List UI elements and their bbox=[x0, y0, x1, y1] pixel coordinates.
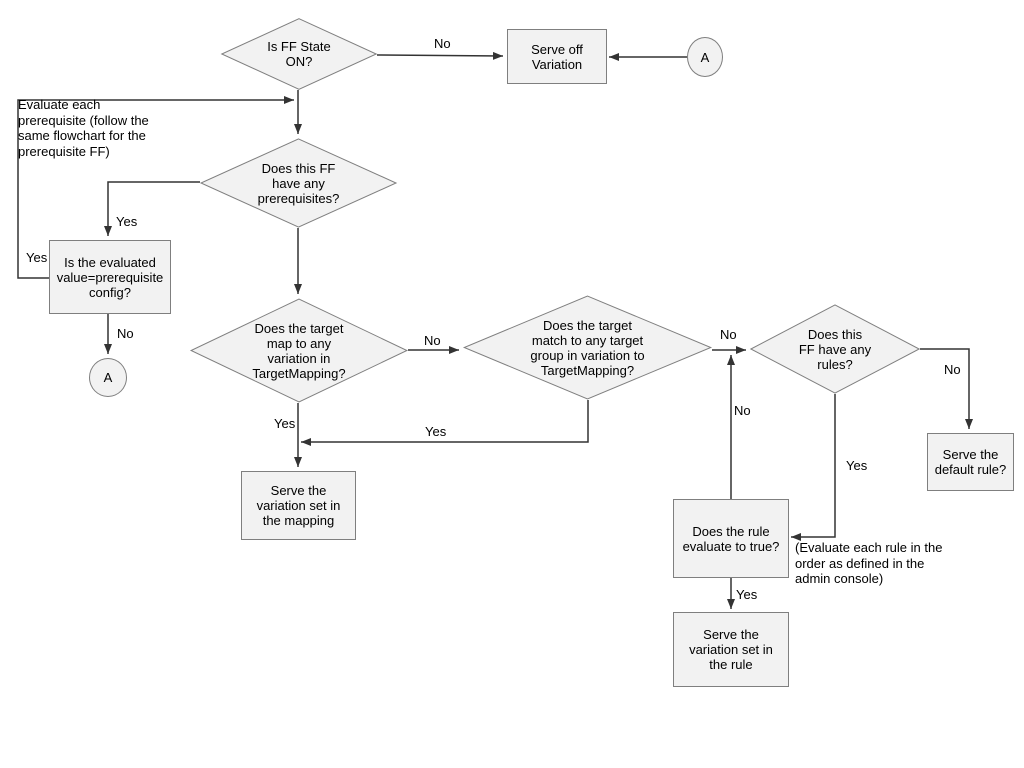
edge-label-rules-no: No bbox=[944, 362, 961, 377]
decision-has-prerequisites: Does this FF have any prerequisites? bbox=[200, 138, 397, 228]
decision-target-mapping: Does the target map to any variation in … bbox=[190, 298, 408, 403]
edge-rules-yes bbox=[791, 394, 836, 541]
decision-is-ff-state-on: Is FF State ON? bbox=[221, 18, 377, 90]
note-rule-order: (Evaluate each rule in the order as defi… bbox=[795, 540, 943, 586]
diamond-shape bbox=[463, 295, 712, 400]
edge-group-yes-back bbox=[301, 400, 589, 446]
edge-prereq-yes bbox=[104, 181, 200, 236]
diamond-shape bbox=[221, 18, 377, 90]
edge-label-rules-yes: Yes bbox=[846, 458, 868, 473]
diamond-shape bbox=[190, 298, 408, 403]
process-serve-default-rule: Serve the default rule? bbox=[927, 433, 1014, 491]
edge-label-ff-off-no: No bbox=[434, 36, 451, 51]
edge-label-group-no: No bbox=[720, 327, 737, 342]
diamond-shape bbox=[750, 304, 920, 394]
connector-a-top-label: A bbox=[700, 49, 710, 65]
edge-label-mapping-yes: Yes bbox=[274, 416, 296, 431]
process-prerequisite-value-check-label: Is the evaluated value=prerequisite conf… bbox=[56, 254, 164, 300]
diamond-shape bbox=[200, 138, 397, 228]
process-rule-evaluates-true: Does the rule evaluate to true? bbox=[673, 499, 789, 578]
connector-a-bottom-label: A bbox=[103, 370, 113, 385]
note-prerequisite: Evaluate each prerequisite (follow the s… bbox=[18, 97, 149, 159]
decision-target-group: Does the target match to any target grou… bbox=[463, 295, 712, 400]
edge-label-prereq-yes: Yes bbox=[116, 214, 138, 229]
process-rule-evaluates-true-label: Does the rule evaluate to true? bbox=[682, 523, 780, 554]
edge-rules-no bbox=[920, 348, 973, 429]
connector-a-bottom: A bbox=[89, 358, 127, 397]
edge-label-prereq-no: No bbox=[117, 326, 134, 341]
process-serve-mapping-variation: Serve the variation set in the mapping bbox=[241, 471, 356, 540]
process-serve-rule-variation: Serve the variation set in the rule bbox=[673, 612, 789, 687]
edge-prereq-loop-yes bbox=[17, 96, 294, 279]
process-serve-default-rule-label: Serve the default rule? bbox=[934, 447, 1007, 477]
process-serve-rule-variation-label: Serve the variation set in the rule bbox=[689, 627, 773, 672]
process-prerequisite-value-check: Is the evaluated value=prerequisite conf… bbox=[49, 240, 171, 314]
edge-label-rule-false-no: No bbox=[734, 403, 751, 418]
edge-label-rule-true-yes: Yes bbox=[736, 587, 758, 602]
edge-ffstate-no bbox=[376, 51, 504, 60]
edge-label-mapping-no: No bbox=[424, 333, 441, 348]
decision-has-rules: Does this FF have any rules? bbox=[750, 304, 920, 394]
connector-a-top: A bbox=[687, 37, 723, 77]
process-serve-mapping-variation-label: Serve the variation set in the mapping bbox=[256, 483, 341, 528]
process-serve-off-variation: Serve off Variation bbox=[507, 29, 607, 84]
edge-label-loop-yes: Yes bbox=[26, 250, 48, 265]
process-serve-off-variation-label: Serve off Variation bbox=[531, 41, 583, 72]
edge-label-group-yes: Yes bbox=[425, 424, 447, 439]
